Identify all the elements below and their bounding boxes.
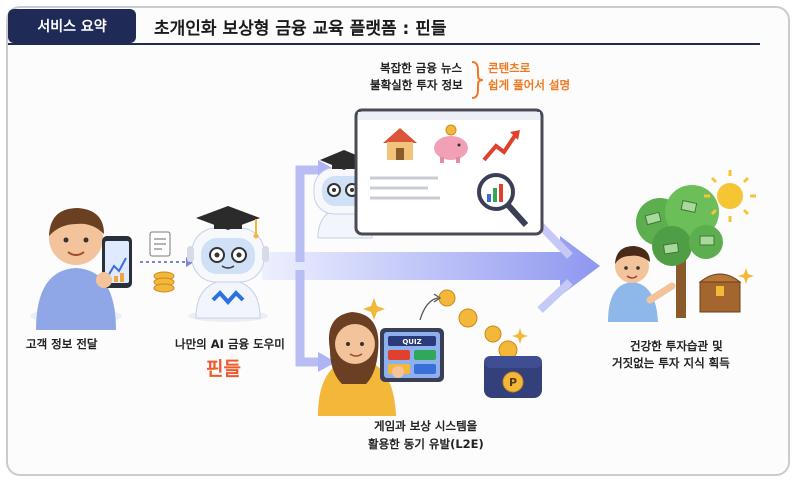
problem-text-line2: 불확실한 투자 정보 bbox=[370, 78, 463, 92]
result-text-line2: 거짓없는 투자 지식 획득 bbox=[612, 356, 730, 370]
page-title: 초개인화 보상형 금융 교육 플랫폼 : 핀들 bbox=[154, 19, 447, 39]
growth-arrow-icon bbox=[482, 130, 520, 162]
sun-icon bbox=[704, 170, 756, 222]
svg-text:P: P bbox=[509, 376, 517, 389]
house-icon bbox=[383, 128, 417, 160]
treasure-chest-icon bbox=[698, 268, 754, 313]
solution-text-line1: 콘텐츠로 bbox=[488, 61, 531, 75]
ai-robot-illustration bbox=[187, 206, 269, 322]
main-flow-arrow bbox=[262, 236, 600, 296]
problem-text-line1: 복잡한 금융 뉴스 bbox=[380, 61, 463, 75]
wallet-icon: P bbox=[484, 340, 542, 398]
quiz-tablet: QUIZ bbox=[380, 328, 444, 382]
lower-branch-arrow bbox=[295, 270, 573, 372]
customer-illustration bbox=[30, 208, 132, 330]
content-board bbox=[354, 108, 544, 236]
data-transfer-icon bbox=[140, 231, 194, 293]
customer-label: 고객 정보 전달 bbox=[26, 337, 98, 351]
quiz-label: QUIZ bbox=[402, 338, 421, 346]
sparkle-icon bbox=[363, 298, 528, 344]
game-player-illustration bbox=[318, 312, 396, 416]
assistant-label: 나만의 AI 금융 도우미 bbox=[175, 337, 285, 351]
solution-text-line2: 쉽게 풀어서 설명 bbox=[488, 78, 571, 92]
tree-illustration bbox=[636, 185, 723, 318]
happy-person-illustration bbox=[608, 246, 676, 322]
coins-icon bbox=[419, 289, 502, 343]
brand-name: 핀들 bbox=[206, 358, 241, 380]
bracket-icon bbox=[471, 61, 484, 99]
piggy-bank-icon bbox=[434, 124, 468, 163]
magnifier-chart-icon bbox=[477, 173, 529, 228]
graduation-cap-icon bbox=[196, 206, 260, 239]
result-text-line1: 건강한 투자습관 및 bbox=[630, 339, 723, 353]
summary-badge: 서비스 요약 bbox=[8, 9, 136, 43]
header-divider bbox=[8, 43, 760, 45]
game-text-line2: 활용한 동기 유발(L2E) bbox=[368, 437, 484, 451]
game-text-line1: 게임과 보상 시스템을 bbox=[374, 419, 478, 433]
